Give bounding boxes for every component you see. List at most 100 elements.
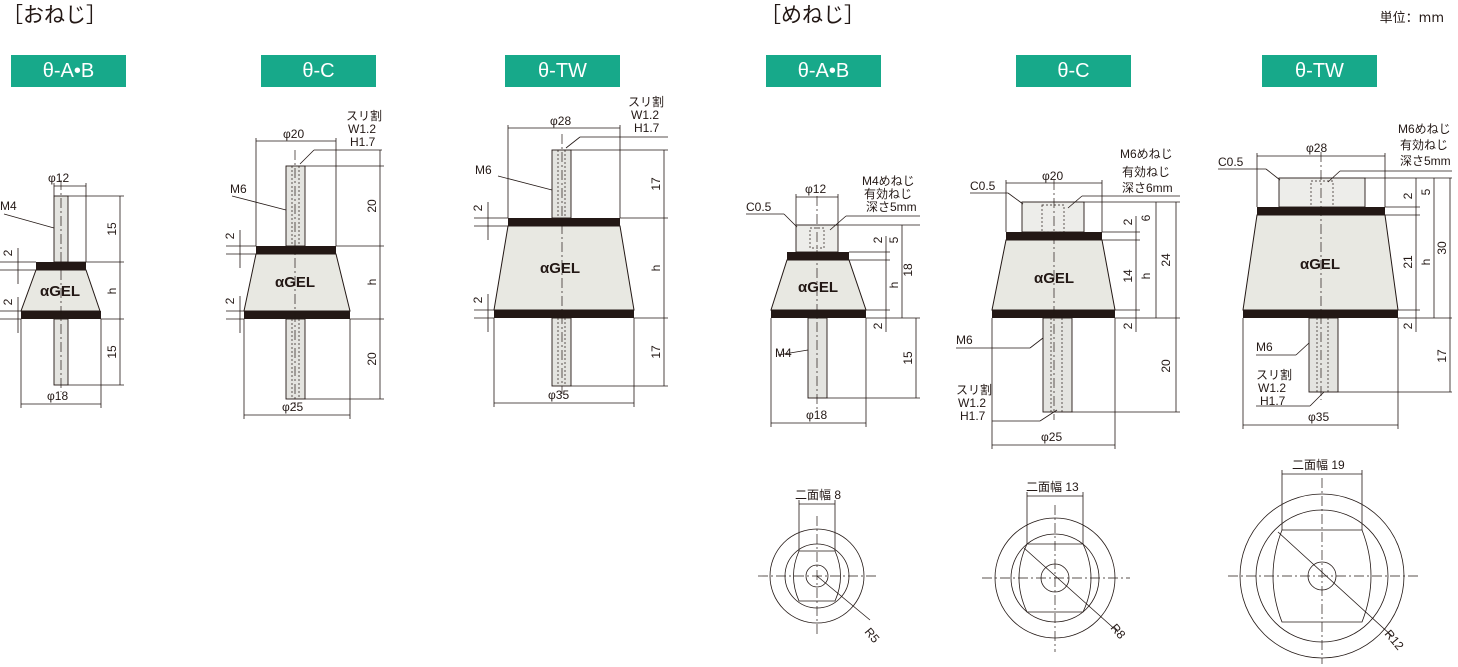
dim-bot-len: 20 xyxy=(365,352,379,366)
dim-d-bot: φ18 xyxy=(806,408,827,422)
slot-height: H1.7 xyxy=(1260,394,1286,408)
badge-male-tw: θ-TW xyxy=(505,55,620,87)
dim-d-top: φ12 xyxy=(805,182,826,196)
diagram-female-c: αGEL φ20 φ25 C0.5 M6めねじ 有効ねじ 深さ6mm M6 スリ… xyxy=(956,147,1180,449)
badge-male-c: θ-C xyxy=(261,55,376,87)
dim-height: h xyxy=(105,288,119,295)
across-flats: 二面幅 19 xyxy=(1292,457,1345,472)
dim-body: 21 xyxy=(1401,255,1415,269)
across-flats: 二面幅 13 xyxy=(1026,479,1079,494)
radius-label: R5 xyxy=(862,625,883,646)
across-flats: 二面幅 8 xyxy=(795,487,841,502)
dim-height: h xyxy=(1419,259,1433,266)
top-plate xyxy=(508,218,620,226)
gel-label: αGEL xyxy=(40,283,80,300)
radius-label: R8 xyxy=(1108,621,1129,642)
nut-thread-label: M6めねじ xyxy=(1398,122,1451,136)
gel-label: αGEL xyxy=(1034,270,1074,287)
top-view-tw: 二面幅 19 R12 xyxy=(1228,457,1418,664)
dim-d-top: φ28 xyxy=(550,114,571,128)
chamfer-label: C0.5 xyxy=(970,179,996,193)
gel-label: αGEL xyxy=(275,274,315,291)
slot-width: W1.2 xyxy=(1258,381,1286,395)
diagram-male-c: αGEL φ20 φ25 M6 スリ割 W1.2 H1.7 20 h 20 2 … xyxy=(223,108,384,419)
slot-label: スリ割 xyxy=(1256,367,1292,382)
dim-plate-top: 2 xyxy=(1121,218,1135,225)
dim-d-top: φ20 xyxy=(1042,169,1063,183)
dim-bot-len: 17 xyxy=(649,345,663,359)
slot-width: W1.2 xyxy=(958,396,986,410)
dim-stud-len: 15 xyxy=(901,351,915,365)
dim-top-len: 20 xyxy=(365,199,379,213)
slot-label: スリ割 xyxy=(956,382,992,397)
dim-d-bot: φ35 xyxy=(548,388,569,402)
dim-plate-top: 2 xyxy=(1401,192,1415,199)
dim-body: 14 xyxy=(1121,269,1135,283)
badge-male-ab: θ-A•B xyxy=(11,55,126,87)
lower-stud xyxy=(1308,317,1339,393)
badge-female-tw: θ-TW xyxy=(1262,55,1377,87)
nut-effective-label: 有効ねじ xyxy=(1122,164,1170,179)
dim-d-top: φ28 xyxy=(1306,141,1327,155)
diagram-female-ab: αGEL φ12 φ18 C0.5 M4めねじ 有効ねじ 深さ5mm M4 2 … xyxy=(746,174,920,427)
unit-label: 単位：mm xyxy=(1379,11,1444,26)
dim-plate2: 2 xyxy=(223,297,237,304)
dim-d-bot: φ25 xyxy=(282,400,303,414)
dim-plate1: 2 xyxy=(471,204,485,211)
dim-plate2: 2 xyxy=(471,296,485,303)
upper-stud xyxy=(285,165,306,247)
dim-d-bot: φ18 xyxy=(47,389,68,403)
dim-plate1: 2 xyxy=(223,232,237,239)
lower-stud xyxy=(807,317,828,399)
slot-height: H1.7 xyxy=(350,135,376,149)
dim-bot-len: 15 xyxy=(105,345,119,359)
diagram-male-ab: αGEL φ12 φ18 M4 15 h 15 2 2 xyxy=(0,171,124,408)
dim-nut: 5 xyxy=(887,236,901,243)
bottom-plate xyxy=(771,310,866,318)
dim-d-bot: φ35 xyxy=(1308,410,1329,424)
dim-plate-top: 2 xyxy=(871,236,885,243)
nut-thread-label: M4めねじ xyxy=(862,174,915,188)
badge-female-c: θ-C xyxy=(1016,55,1131,87)
lower-stud xyxy=(1042,317,1073,413)
chamfer-label: C0.5 xyxy=(746,200,772,214)
male-thread-header: ［おねじ］ xyxy=(2,3,107,27)
dim-plate-bot: 2 xyxy=(1121,322,1135,329)
diagram-female-tw: αGEL φ28 φ35 C0.5 M6めねじ 有効ねじ 深さ5mm M6 スリ… xyxy=(1218,122,1452,429)
dim-nut: 5 xyxy=(1419,188,1433,195)
bottom-plate xyxy=(1243,310,1398,318)
bottom-plate xyxy=(494,310,634,318)
slot-height: H1.7 xyxy=(960,409,986,423)
dim-stud-len: 20 xyxy=(1159,359,1173,373)
dim-d-top: φ20 xyxy=(283,127,304,141)
nut-depth-label: 深さ5mm xyxy=(866,200,917,214)
dim-plate-bot: 2 xyxy=(871,322,885,329)
dim-plate-bot: 2 xyxy=(1401,322,1415,329)
dim-plate2: 2 xyxy=(1,298,15,305)
nut-depth-label: 深さ5mm xyxy=(1400,154,1451,168)
nut xyxy=(1278,177,1366,208)
nut-depth-label: 深さ6mm xyxy=(1122,181,1173,195)
dim-height: h xyxy=(887,282,901,289)
nut-effective-label: 有効ねじ xyxy=(864,186,912,201)
nut xyxy=(1021,201,1085,233)
badge-female-ab: θ-A•B xyxy=(766,55,881,87)
top-plate xyxy=(787,252,849,260)
slot-height: H1.7 xyxy=(634,121,660,135)
dim-nut: 6 xyxy=(1139,214,1153,221)
upper-stud xyxy=(551,149,572,219)
dim-top-len: 17 xyxy=(649,177,663,191)
dim-total: 30 xyxy=(1435,241,1449,255)
gel-label: αGEL xyxy=(798,279,838,296)
female-thread-header: ［めねじ］ xyxy=(760,3,865,27)
dim-total: 24 xyxy=(1159,253,1173,267)
dim-height: h xyxy=(649,265,663,272)
dim-plate1: 2 xyxy=(1,249,15,256)
thread-label: M6 xyxy=(1256,340,1273,354)
nut-thread-label: M6めねじ xyxy=(1120,147,1173,161)
top-plate xyxy=(256,246,336,254)
slot-width: W1.2 xyxy=(631,108,659,122)
dim-d-bot: φ25 xyxy=(1041,430,1062,444)
dim-stud-len: 17 xyxy=(1435,349,1449,363)
